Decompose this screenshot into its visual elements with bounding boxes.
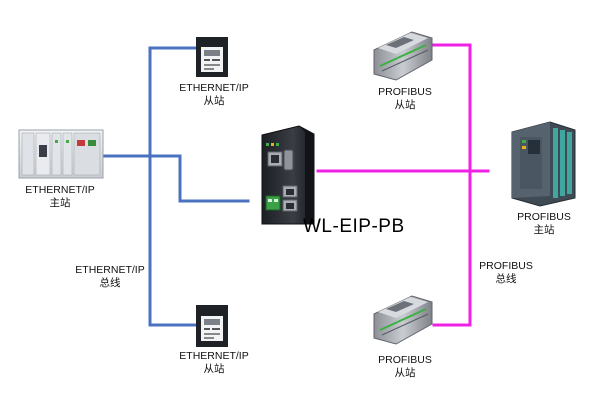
ethernet-slave-bottom-label: ETHERNET/IP 从站 bbox=[179, 350, 248, 376]
gateway-device-icon bbox=[261, 125, 315, 225]
siemens-plc-icon bbox=[511, 121, 576, 207]
label-line: PROFIBUS bbox=[517, 211, 571, 223]
label-line: ETHERNET/IP bbox=[179, 350, 249, 362]
profibus-bus-label: PROFIBUS 总线 bbox=[479, 260, 533, 286]
gateway-label: WL-EIP-PB bbox=[303, 216, 405, 237]
label-line: 从站 bbox=[394, 99, 416, 111]
profibus-bus-trunk bbox=[432, 43, 472, 327]
ethernet-bus bbox=[100, 46, 250, 327]
servo-drive-icon-bottom bbox=[196, 305, 228, 347]
label-line: ETHERNET/IP bbox=[75, 264, 145, 276]
label-line: PROFIBUS bbox=[479, 260, 533, 272]
profibus-bus bbox=[316, 43, 490, 327]
ethernet-bus-label: ETHERNET/IP 总线 bbox=[75, 264, 144, 290]
label-line: PROFIBUS bbox=[378, 354, 432, 366]
io-module-icon-bottom bbox=[373, 295, 433, 345]
ethernet-slave-top-label: ETHERNET/IP 从站 bbox=[179, 82, 248, 108]
servo-drive-icon-top bbox=[196, 37, 228, 77]
label-line: ETHERNET/IP bbox=[25, 184, 95, 196]
label-line: 从站 bbox=[203, 363, 225, 375]
profibus-master-label: PROFIBUS 主站 bbox=[517, 211, 571, 237]
ethernet-bus-trunk bbox=[148, 46, 198, 327]
ethernet-master-label: ETHERNET/IP 主站 bbox=[25, 184, 94, 210]
label-line: 从站 bbox=[394, 367, 416, 379]
label-line: 总线 bbox=[495, 273, 517, 285]
io-module-icon-top bbox=[373, 31, 433, 81]
plc-rack-icon bbox=[18, 129, 104, 179]
ethernet-gateway-link bbox=[178, 154, 250, 203]
label-line: 总线 bbox=[99, 277, 121, 289]
label-line: ETHERNET/IP bbox=[179, 82, 249, 94]
label-line: PROFIBUS bbox=[378, 86, 432, 98]
label-line: 主站 bbox=[49, 197, 71, 209]
profibus-slave-top-label: PROFIBUS 从站 bbox=[378, 86, 432, 112]
label-line: 从站 bbox=[203, 95, 225, 107]
profibus-slave-bottom-label: PROFIBUS 从站 bbox=[378, 354, 432, 380]
label-line: 主站 bbox=[533, 224, 555, 236]
